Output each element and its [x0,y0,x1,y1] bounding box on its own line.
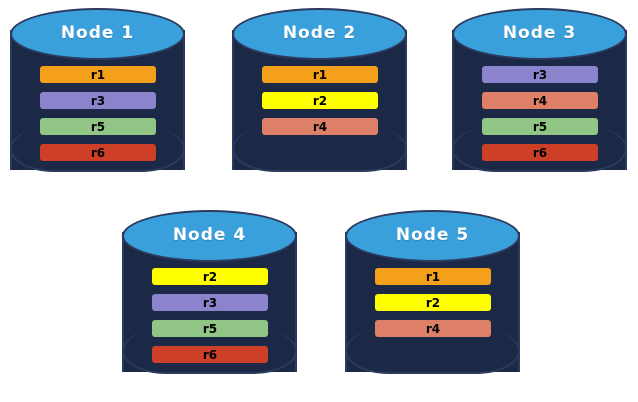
row-bar-r4[interactable]: r4 [375,320,491,337]
database-node-2[interactable]: Node 2 r1 r2 r4 [232,8,407,193]
node-row-list: r1 r3 r5 r6 [40,66,156,161]
database-node-5[interactable]: Node 5 r1 r2 r4 [345,210,520,395]
cylinder-top-ellipse: Node 5 [345,210,520,262]
node-row-list: r1 r2 r4 [262,66,378,135]
cylinder-top-ellipse: Node 4 [122,210,297,262]
database-node-1[interactable]: Node 1 r1 r3 r5 r6 [10,8,185,193]
row-bar-r5[interactable]: r5 [482,118,598,135]
row-bar-r4[interactable]: r4 [482,92,598,109]
cylinder-top-ellipse: Node 3 [452,8,627,60]
row-bar-r6[interactable]: r6 [482,144,598,161]
row-bar-r2[interactable]: r2 [262,92,378,109]
row-bar-r1[interactable]: r1 [262,66,378,83]
row-bar-r3[interactable]: r3 [40,92,156,109]
node-title: Node 5 [395,224,470,245]
database-node-3[interactable]: Node 3 r3 r4 r5 r6 [452,8,627,193]
row-bar-r3[interactable]: r3 [482,66,598,83]
cylinder-top-ellipse: Node 2 [232,8,407,60]
node-title: Node 4 [172,224,247,245]
row-bar-r4[interactable]: r4 [262,118,378,135]
node-row-list: r3 r4 r5 r6 [482,66,598,161]
row-bar-r2[interactable]: r2 [152,268,268,285]
node-title: Node 3 [502,22,577,43]
row-bar-r1[interactable]: r1 [40,66,156,83]
row-bar-r6[interactable]: r6 [40,144,156,161]
cylinder-top-ellipse: Node 1 [10,8,185,60]
row-bar-r6[interactable]: r6 [152,346,268,363]
node-title: Node 1 [60,22,135,43]
database-node-4[interactable]: Node 4 r2 r3 r5 r6 [122,210,297,395]
row-bar-r5[interactable]: r5 [152,320,268,337]
row-bar-r5[interactable]: r5 [40,118,156,135]
node-title: Node 2 [282,22,357,43]
node-row-list: r2 r3 r5 r6 [152,268,268,363]
row-bar-r3[interactable]: r3 [152,294,268,311]
row-bar-r1[interactable]: r1 [375,268,491,285]
node-row-list: r1 r2 r4 [375,268,491,337]
row-bar-r2[interactable]: r2 [375,294,491,311]
